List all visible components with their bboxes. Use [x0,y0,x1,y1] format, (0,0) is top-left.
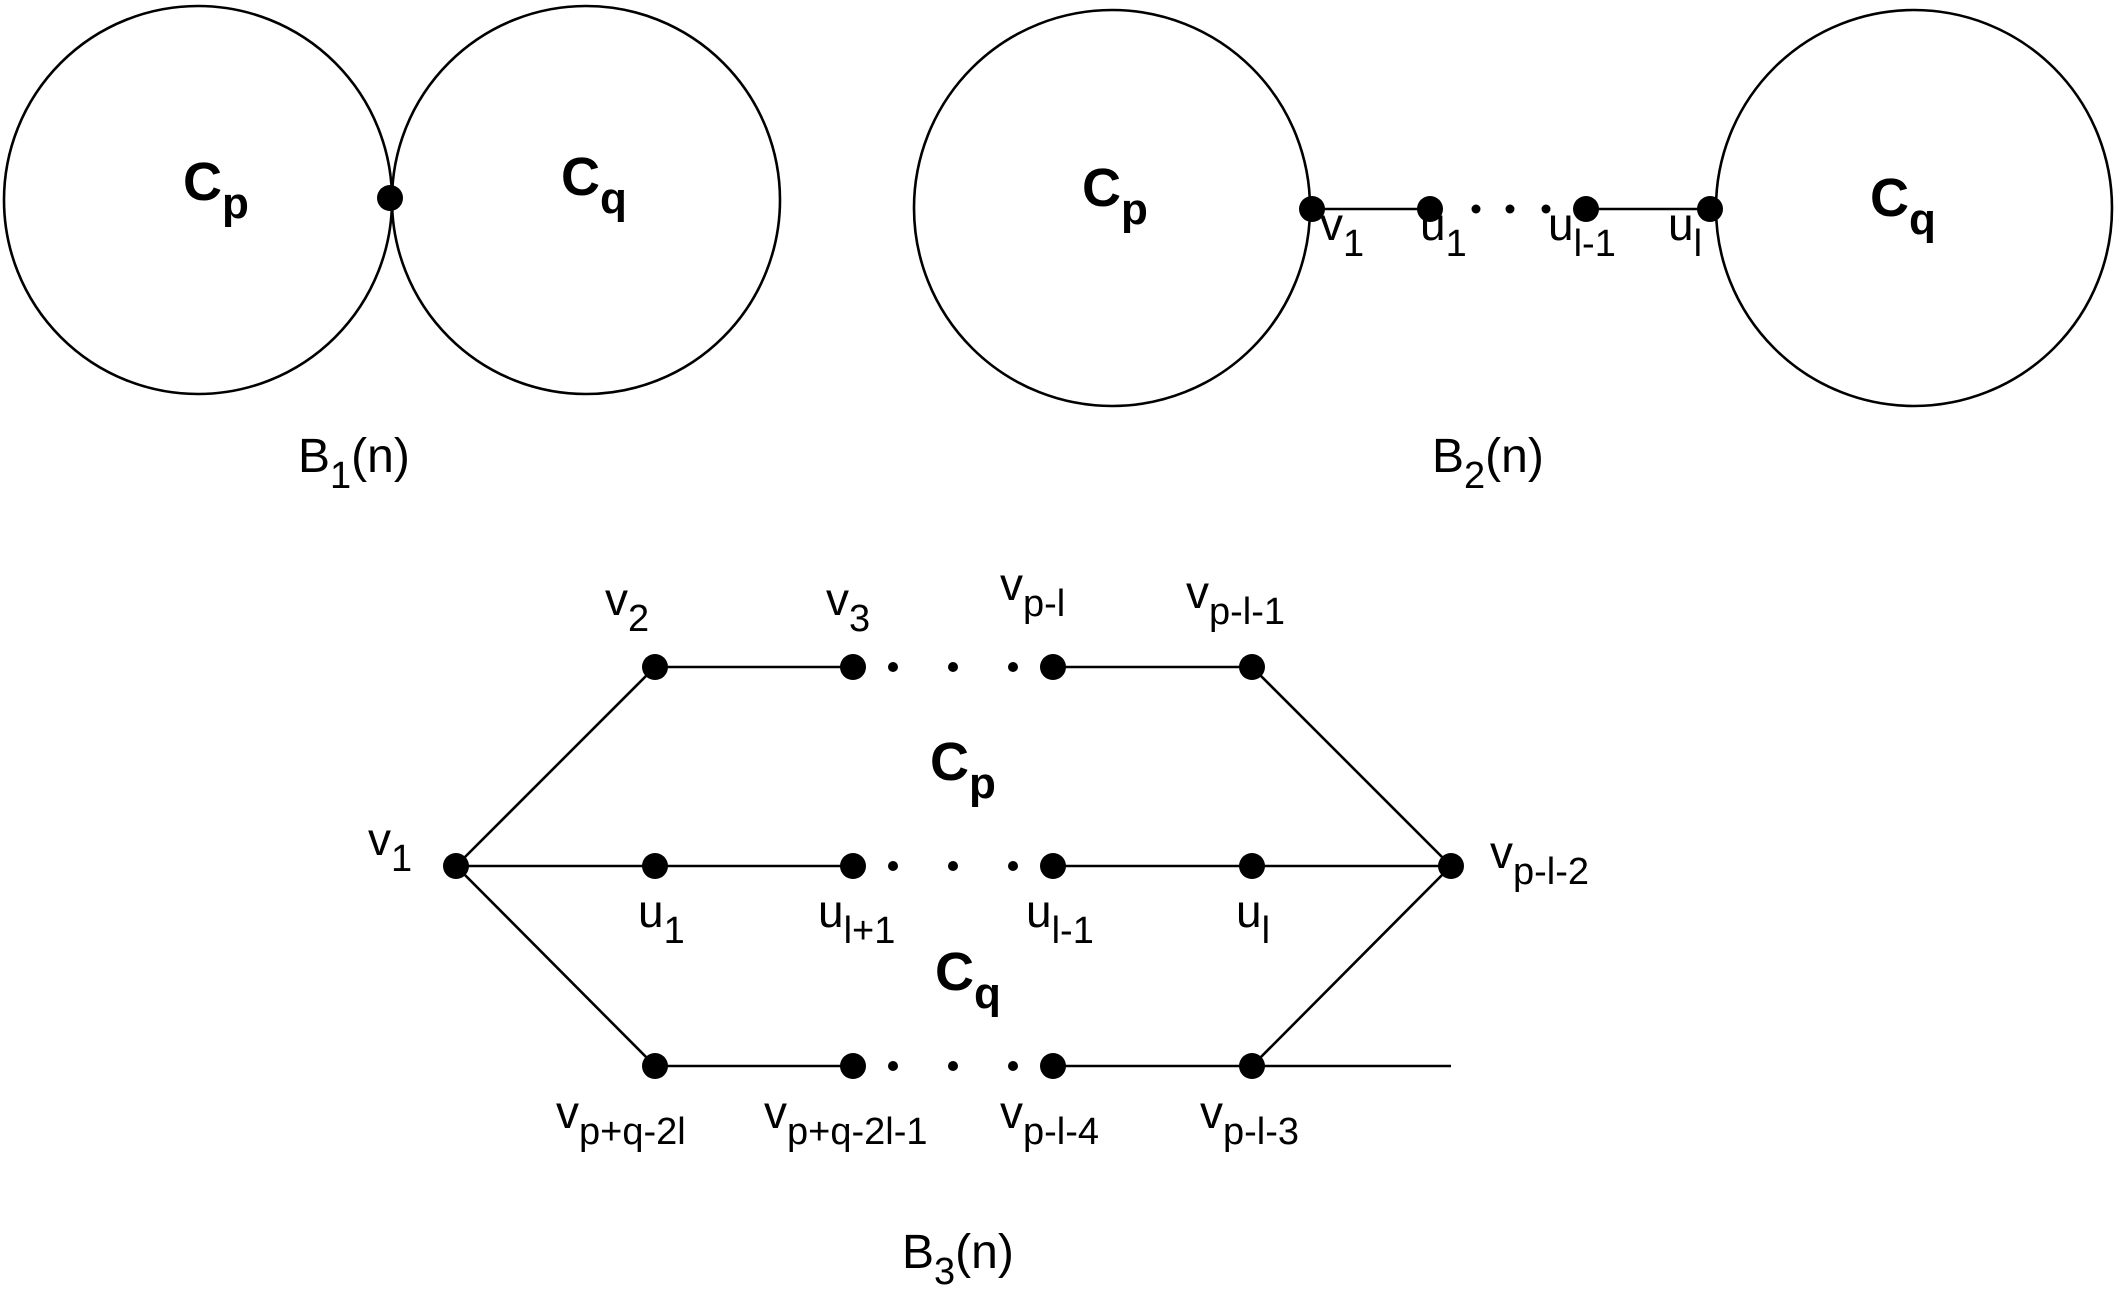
b2-dot [1505,204,1515,214]
b2-cycle-q-label: Cq [1870,168,1936,244]
b3-dot [948,861,958,871]
b3-label-vp-l-1: vp-l-1 [1186,566,1285,633]
b3-vertex-vp-l-3 [1239,1053,1265,1079]
b2-label-u1: u1 [1420,198,1467,265]
b3-label-vp+q-2l-1: vp+q-2l-1 [764,1086,927,1153]
b3-label-vp-l-2: vp-l-2 [1490,826,1589,893]
b3-vertex-vp-l-4 [1040,1053,1066,1079]
b3-label-vp+q-2l: vp+q-2l [556,1086,686,1153]
b3-label-vp-l: vp-l [1000,558,1065,625]
b3-edge [455,865,656,1067]
b2-label-ul: ul [1668,198,1702,265]
b1-diagram: Cp Cq B1(n) [2,4,782,497]
b3-edge [455,666,656,867]
b3-edge [1251,865,1452,1067]
b3-vertex-vp-l-1 [1239,654,1265,680]
b3-edge [1251,666,1452,867]
b2-vertex-u1 [1417,196,1443,222]
b3-vertex-v1 [443,853,469,879]
b3-vertex-vp-l-2 [1438,853,1464,879]
b1-cycle-p-label: Cp [183,152,249,228]
b2-caption: B2(n) [1432,430,1544,497]
b3-diagram: Cp Cq v2 v3 vp-l vp-l-1 v1 u1 ul+1 ul-1 [368,558,1589,1292]
b3-cycle-q-label: Cq [935,942,1001,1018]
b3-dot [888,1061,898,1071]
b3-label-vp-l-4: vp-l-4 [1000,1086,1099,1153]
b3-vertex-vp-l [1040,654,1066,680]
b2-dot [1541,204,1551,214]
b1-shared-vertex [377,185,403,211]
b3-label-ul-1: ul-1 [1026,885,1094,952]
b3-vertex-v2 [642,654,668,680]
b3-cycle-p-label: Cp [930,732,996,808]
b2-dot [1471,204,1481,214]
b3-vertex-ul-1 [1040,853,1066,879]
b2-label-ul-1: ul-1 [1548,198,1616,265]
b3-label-v2: v2 [605,573,649,640]
b3-vertex-v3 [840,654,866,680]
b3-label-ul: ul [1236,885,1270,952]
b1-cycle-q-label: Cq [561,147,627,223]
b3-dot [888,861,898,871]
b3-dot [948,1061,958,1071]
b3-label-vp-l-3: vp-l-3 [1200,1086,1299,1153]
b3-vertex-vp+q-2l [642,1053,668,1079]
b2-vertex-v1 [1299,196,1325,222]
b2-diagram: Cp Cq v1 u1 ul-1 ul B2(n) [912,8,2114,497]
b2-cycle-p-label: Cp [1082,158,1148,234]
b3-dot [1008,861,1018,871]
b3-dot [948,662,958,672]
b3-label-v1: v1 [368,813,412,880]
b3-vertex-ul [1239,853,1265,879]
b3-vertex-u1 [642,853,668,879]
b3-label-ul+1: ul+1 [818,885,895,952]
b1-caption: B1(n) [298,430,410,497]
b3-caption: B3(n) [902,1226,1014,1292]
b3-vertex-ul+1 [840,853,866,879]
b3-dot [888,662,898,672]
b3-vertex-vp+q-2l-1 [840,1053,866,1079]
b2-label-v1: v1 [1320,198,1364,265]
b2-vertex-ul [1697,196,1723,222]
b3-label-v3: v3 [826,573,870,640]
b3-dot [1008,1061,1018,1071]
b3-dot [1008,662,1018,672]
b3-label-u1: u1 [638,885,685,952]
b2-vertex-ul-1 [1573,196,1599,222]
